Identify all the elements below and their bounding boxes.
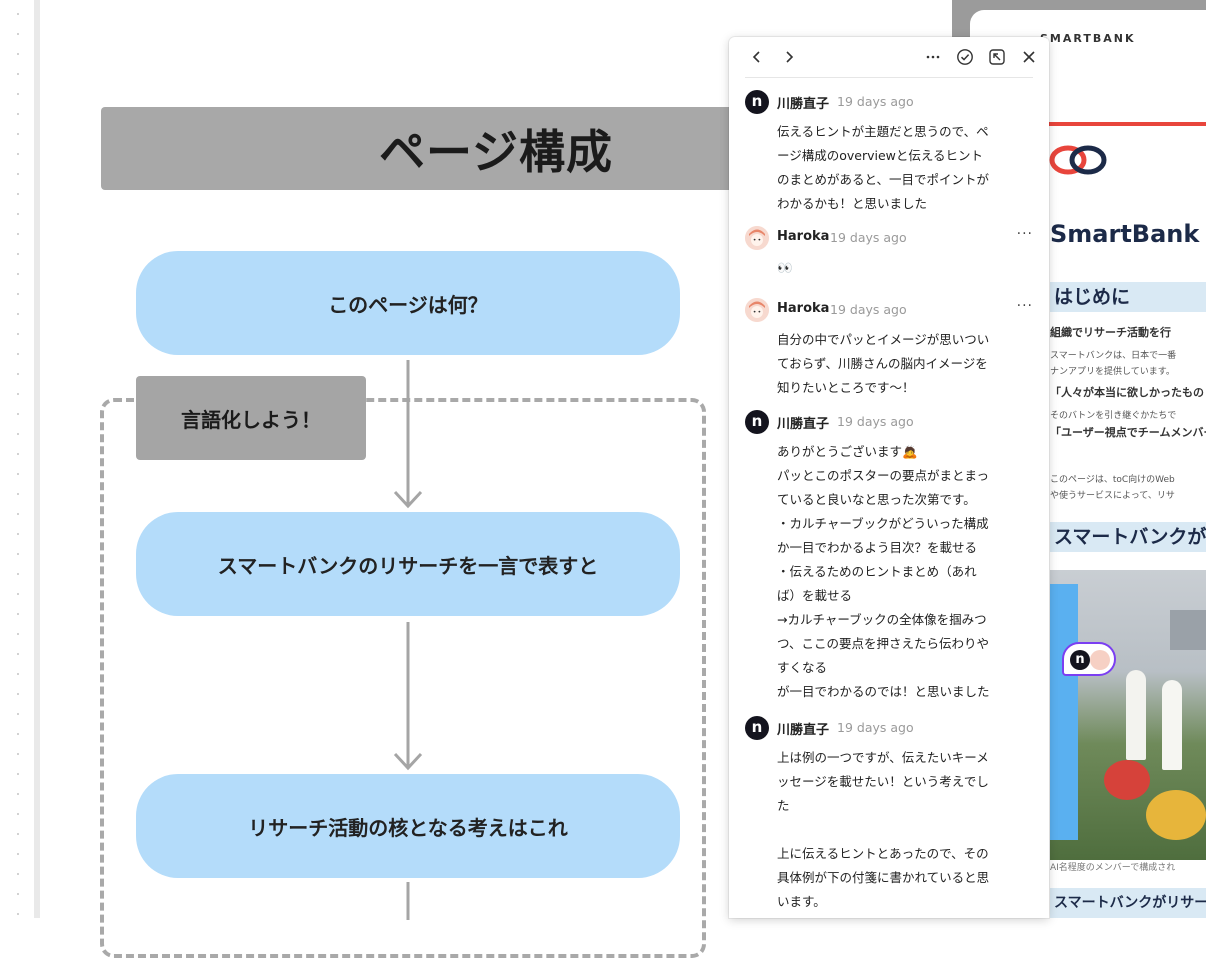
flow-node-label: このページは何？ [328, 292, 488, 317]
tag-verbalize[interactable]: 言語化しよう！ [136, 376, 366, 460]
collaborator-avatar-n: n [1070, 650, 1090, 670]
poster[interactable]: SMARTBANK SmartBank はじめに 組織でリサーチ活動を行 スマー… [970, 10, 1206, 918]
comment[interactable]: n 川勝直子 19 days ago ありがとうございます🙇 パッとこのポスター… [745, 410, 1035, 704]
flow-arrow-2 [393, 622, 423, 771]
poster-brand: SmartBank [1050, 220, 1200, 248]
poster-section-intro: はじめに [1050, 282, 1206, 312]
poster-brand-small: SMARTBANK [1040, 32, 1136, 45]
poster-photo-caption: AI名程度のメンバーで構成され [1050, 863, 1176, 873]
poster-section-smartbank: スマートバンクが [1050, 522, 1206, 552]
comment-more-button[interactable]: ··· [1016, 226, 1033, 242]
collapse-thread-button[interactable] [985, 45, 1009, 69]
comment-author: 川勝直子 [777, 97, 830, 112]
more-icon [926, 55, 940, 59]
comment-timestamp: 19 days ago [830, 230, 907, 245]
poster-line: ナンアプリを提供しています。 [1050, 367, 1175, 377]
avatar-n: n [745, 90, 769, 114]
previous-comment-button[interactable] [745, 45, 769, 69]
comment[interactable]: Haroka 19 days ago ··· 👀 [745, 226, 1035, 280]
next-comment-button[interactable] [777, 45, 801, 69]
comment-author: 川勝直子 [777, 723, 830, 738]
page-title-frame[interactable]: ページ構成 [101, 107, 761, 190]
flow-node-label: スマートバンクのリサーチを一言で表すと [217, 553, 599, 578]
poster-line: 「ユーザー視点でチームメンバー [1050, 426, 1206, 439]
avatar-n: n [745, 410, 769, 434]
poster-line: このページは、toC向けのWeb [1050, 475, 1175, 485]
poster-team-photo [1050, 570, 1206, 860]
poster-line: スマートバンクは、日本で一番 [1050, 351, 1177, 361]
flow-node-label: リサーチ活動の核となる考えはこれ [248, 815, 568, 840]
collaborator-avatar-haroka [1090, 650, 1110, 670]
close-icon [1023, 51, 1035, 63]
comment[interactable]: n 川勝直子 19 days ago 上は例の一つですが、伝えたいキーメ ッセー… [745, 716, 1035, 914]
comment-body: ありがとうございます🙇 パッとこのポスターの要点がまとまっ ていると良いなと思っ… [777, 444, 990, 699]
poster-line: 「人々が本当に欲しかったもの [1050, 386, 1204, 399]
comment-timestamp: 19 days ago [830, 302, 907, 317]
poster-line: そのバトンを引き継ぐかたちで [1050, 411, 1177, 421]
thread-more-button[interactable] [921, 45, 945, 69]
comment[interactable]: Haroka 19 days ago ··· 自分の中でパッとイメージが思いつい… [745, 298, 1035, 400]
flow-arrow-1 [393, 360, 423, 509]
collapse-icon [989, 49, 1005, 65]
comment-body: 伝えるヒントが主題だと思うので、ペ ージ構成のoverviewと伝えるヒント の… [777, 124, 990, 211]
comment-timestamp: 19 days ago [837, 720, 914, 735]
canvas-edge [34, 0, 40, 918]
page-title: ページ構成 [378, 124, 614, 179]
comment-thread-panel: n 川勝直子 19 days ago 伝えるヒントが主題だと思うので、ペ ージ構… [729, 37, 1049, 918]
poster-line: や使うサービスによって、リサ [1050, 491, 1175, 501]
chevron-right-icon [786, 51, 794, 63]
flow-node-research-in-one-word[interactable]: スマートバンクのリサーチを一言で表すと [136, 512, 680, 616]
chevron-left-icon [752, 51, 760, 63]
smartbank-logo-icon [1049, 145, 1107, 175]
avatar-n: n [745, 716, 769, 740]
comment-timestamp: 19 days ago [837, 94, 914, 109]
poster-red-rule [970, 122, 1206, 126]
comment-author: Haroka [777, 301, 830, 316]
comment-body: 上は例の一つですが、伝えたいキーメ ッセージを載せたい！という考えでし た 上に… [777, 750, 990, 909]
avatar-haroka [745, 298, 769, 322]
collaborator-cursor[interactable]: n [1062, 642, 1116, 676]
comment-author: Haroka [777, 229, 830, 244]
comment-body: 👀 [777, 260, 793, 275]
flow-arrow-3 [406, 882, 410, 920]
close-thread-button[interactable] [1017, 45, 1041, 69]
comment[interactable]: n 川勝直子 19 days ago 伝えるヒントが主題だと思うので、ペ ージ構… [745, 90, 1035, 216]
flow-node-what-is-this-page[interactable]: このページは何？ [136, 251, 680, 355]
avatar-haroka [745, 226, 769, 250]
tag-label: 言語化しよう！ [181, 407, 321, 432]
poster-line: 組織でリサーチ活動を行 [1050, 326, 1171, 339]
comment-body: 自分の中でパッとイメージが思いつい ておらず、川勝さんの脳内イメージを 知りたい… [777, 332, 990, 395]
comment-panel-toolbar [745, 37, 1035, 78]
comment-more-button[interactable]: ··· [1016, 298, 1033, 314]
poster-section-research: スマートバンクがリサー [1050, 888, 1206, 918]
comment-author: 川勝直子 [777, 417, 830, 432]
resolve-thread-button[interactable] [953, 45, 977, 69]
resolve-check-icon [957, 49, 973, 65]
flow-node-core-idea[interactable]: リサーチ活動の核となる考えはこれ [136, 774, 680, 878]
canvas-ruler [0, 0, 34, 918]
comment-timestamp: 19 days ago [837, 414, 914, 429]
